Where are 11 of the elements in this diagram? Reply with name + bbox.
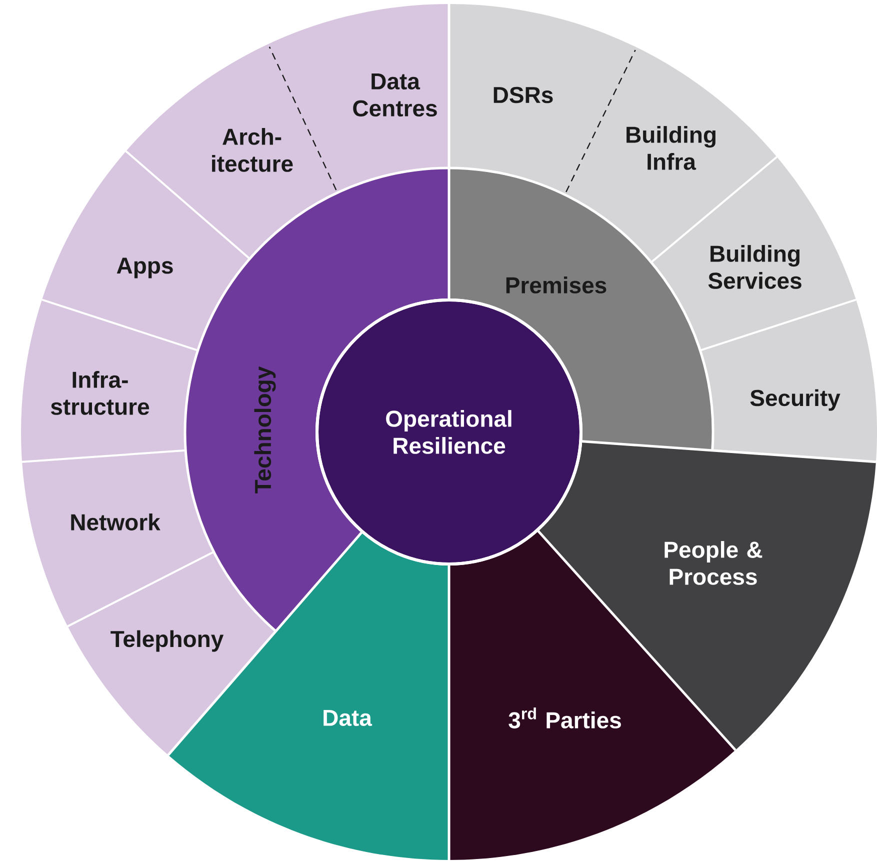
node-label: Apps <box>116 258 173 278</box>
outer-segment: Security <box>700 300 877 462</box>
outer-segment: Telephony <box>68 552 276 756</box>
node-label: Data Centres <box>353 73 437 117</box>
outer-segment: Network <box>22 450 214 626</box>
node-label: Network <box>71 514 160 530</box>
node-label: Infra-structure <box>50 371 150 415</box>
outer-segment: Arch-itecture <box>126 44 338 259</box>
node-label: Security <box>750 389 840 411</box>
node-label: DSRs <box>494 86 553 104</box>
outer-segment: Infra-structure <box>21 300 198 462</box>
